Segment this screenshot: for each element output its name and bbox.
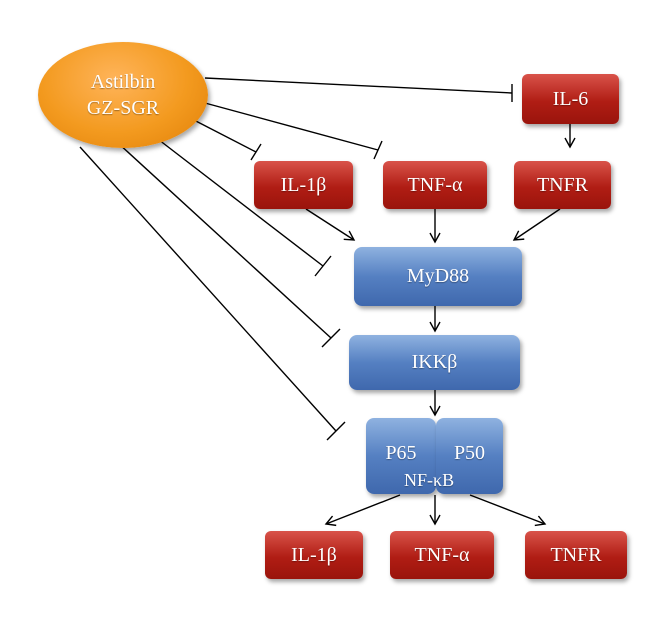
inhibit-bar-tnfa — [373, 140, 383, 160]
output-tnfr-node: TNFR — [525, 531, 627, 579]
ikkb-node: IKKβ — [349, 335, 520, 390]
inhibit-edge-tnfa — [204, 102, 379, 151]
output-il1b-label: IL-1β — [291, 543, 337, 566]
inhibition-edges — [79, 77, 513, 441]
activation-edges — [305, 124, 576, 527]
inhibit-edge-nfkb — [79, 146, 337, 432]
nfkb-complex-label: NF-κB — [404, 470, 455, 490]
inhibit-bar-ikkb — [321, 328, 341, 348]
p65-node: P65 — [366, 418, 436, 494]
gz-sgr-label: GZ-SGR — [86, 97, 160, 119]
arrow-il1b-myd88 — [305, 208, 356, 241]
tnfa-node: TNF-α — [383, 161, 487, 209]
il6-label: IL-6 — [552, 87, 589, 110]
output-il1b-node: IL-1β — [265, 531, 363, 579]
output-tnfr-label: TNFR — [550, 543, 602, 566]
astilbin-gz-sgr-node: Astilbin GZ-SGR — [38, 42, 208, 148]
output-tnfa-node: TNF-α — [390, 531, 494, 579]
p50-label: P50 — [453, 442, 486, 464]
myd88-label: MyD88 — [406, 265, 470, 287]
ikkb-label: IKKβ — [411, 351, 458, 373]
inhibit-edge-ikkb — [117, 142, 332, 339]
output-tnfa-label: TNF-α — [414, 543, 470, 566]
arrow-tnfr-myd88 — [512, 208, 561, 241]
inhibit-bar-myd88 — [314, 255, 332, 277]
arrow-nfkb-tnfr — [469, 494, 547, 527]
inhibit-edge-myd88 — [149, 132, 324, 267]
inhibit-bar-nfkb — [326, 421, 346, 441]
tnfa-label: TNF-α — [407, 173, 463, 196]
inhibit-edge-il6 — [204, 77, 513, 94]
myd88-node: MyD88 — [354, 247, 522, 306]
arrow-nfkb-il1b — [324, 494, 401, 527]
tnfr-label: TNFR — [536, 173, 589, 196]
il6-node: IL-6 — [522, 74, 619, 124]
il1b-label: IL-1β — [280, 173, 327, 196]
il1b-node: IL-1β — [254, 161, 353, 209]
inhibit-edge-il1b — [189, 117, 257, 153]
p65-label: P65 — [385, 442, 417, 464]
astilbin-label: Astilbin — [90, 71, 156, 93]
tnfr-node: TNFR — [514, 161, 611, 209]
inhibit-bar-il1b — [250, 143, 262, 161]
p50-node: P50 — [436, 418, 503, 494]
